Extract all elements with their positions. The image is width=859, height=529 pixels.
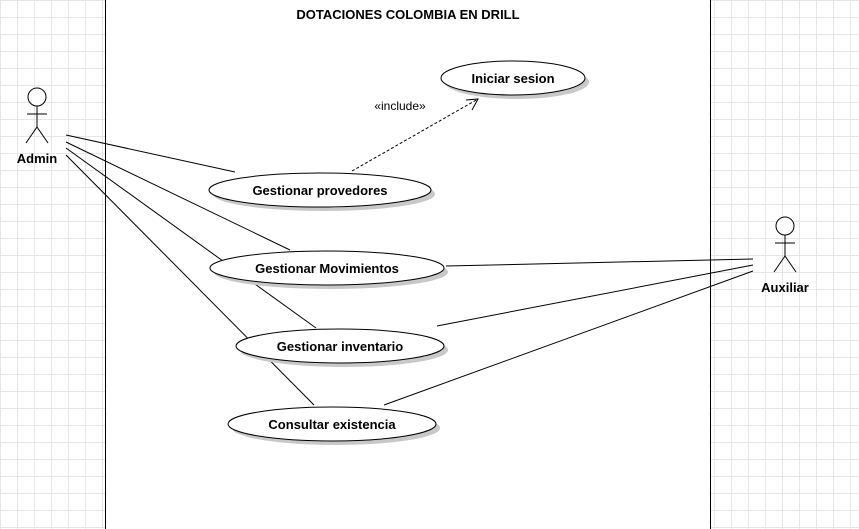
actor-left-leg (25, 126, 38, 144)
actor-admin-label: Admin (17, 151, 58, 166)
use-case-gestionar-provedores[interactable]: Gestionar provedores (208, 172, 435, 211)
use-case-label: Iniciar sesion (471, 71, 554, 86)
assoc-auxiliar-movimientos (445, 258, 754, 267)
use-case-label: Gestionar Movimientos (255, 261, 399, 276)
assoc-admin-provedores (65, 134, 236, 173)
actor-right-leg (36, 126, 49, 144)
include-label: «include» (374, 99, 426, 113)
use-case-ellipse[interactable] (227, 406, 437, 442)
use-case-ellipse[interactable] (209, 250, 445, 286)
use-case-iniciar-sesion[interactable]: Iniciar sesion (440, 60, 589, 99)
actor-auxiliar[interactable] (773, 216, 797, 273)
actor-right-leg (784, 255, 797, 273)
use-case-ellipse[interactable] (208, 172, 432, 208)
assoc-auxiliar-inventario (436, 264, 754, 327)
use-case-ellipse[interactable] (440, 60, 586, 96)
actor-left-leg (773, 255, 786, 273)
auxiliar-associations (383, 258, 754, 406)
admin-associations (65, 134, 317, 406)
use-case-consultar-existencia[interactable]: Consultar existencia (227, 406, 440, 445)
assoc-admin-inventario (65, 147, 317, 329)
use-case-ellipse[interactable] (235, 328, 445, 364)
system-title: DOTACIONES COLOMBIA EN DRILL (296, 7, 519, 22)
use-case-label: Gestionar provedores (252, 183, 387, 198)
actor-head (775, 216, 795, 236)
include-dependency: «include» (351, 98, 479, 172)
actor-auxiliar-label: Auxiliar (761, 280, 809, 295)
include-arrow-line (351, 98, 479, 172)
actor-admin[interactable] (25, 87, 49, 144)
include-arrow-head (465, 98, 479, 111)
assoc-admin-existencia (65, 154, 315, 406)
actor-head (27, 87, 47, 107)
assoc-auxiliar-existencia (383, 270, 754, 406)
assoc-admin-movimientos (65, 141, 291, 251)
use-case-label: Consultar existencia (268, 417, 396, 432)
use-case-label: Gestionar inventario (277, 339, 403, 354)
use-case-gestionar-movimientos[interactable]: Gestionar Movimientos (209, 250, 448, 289)
use-case-gestionar-inventario[interactable]: Gestionar inventario (235, 328, 448, 367)
